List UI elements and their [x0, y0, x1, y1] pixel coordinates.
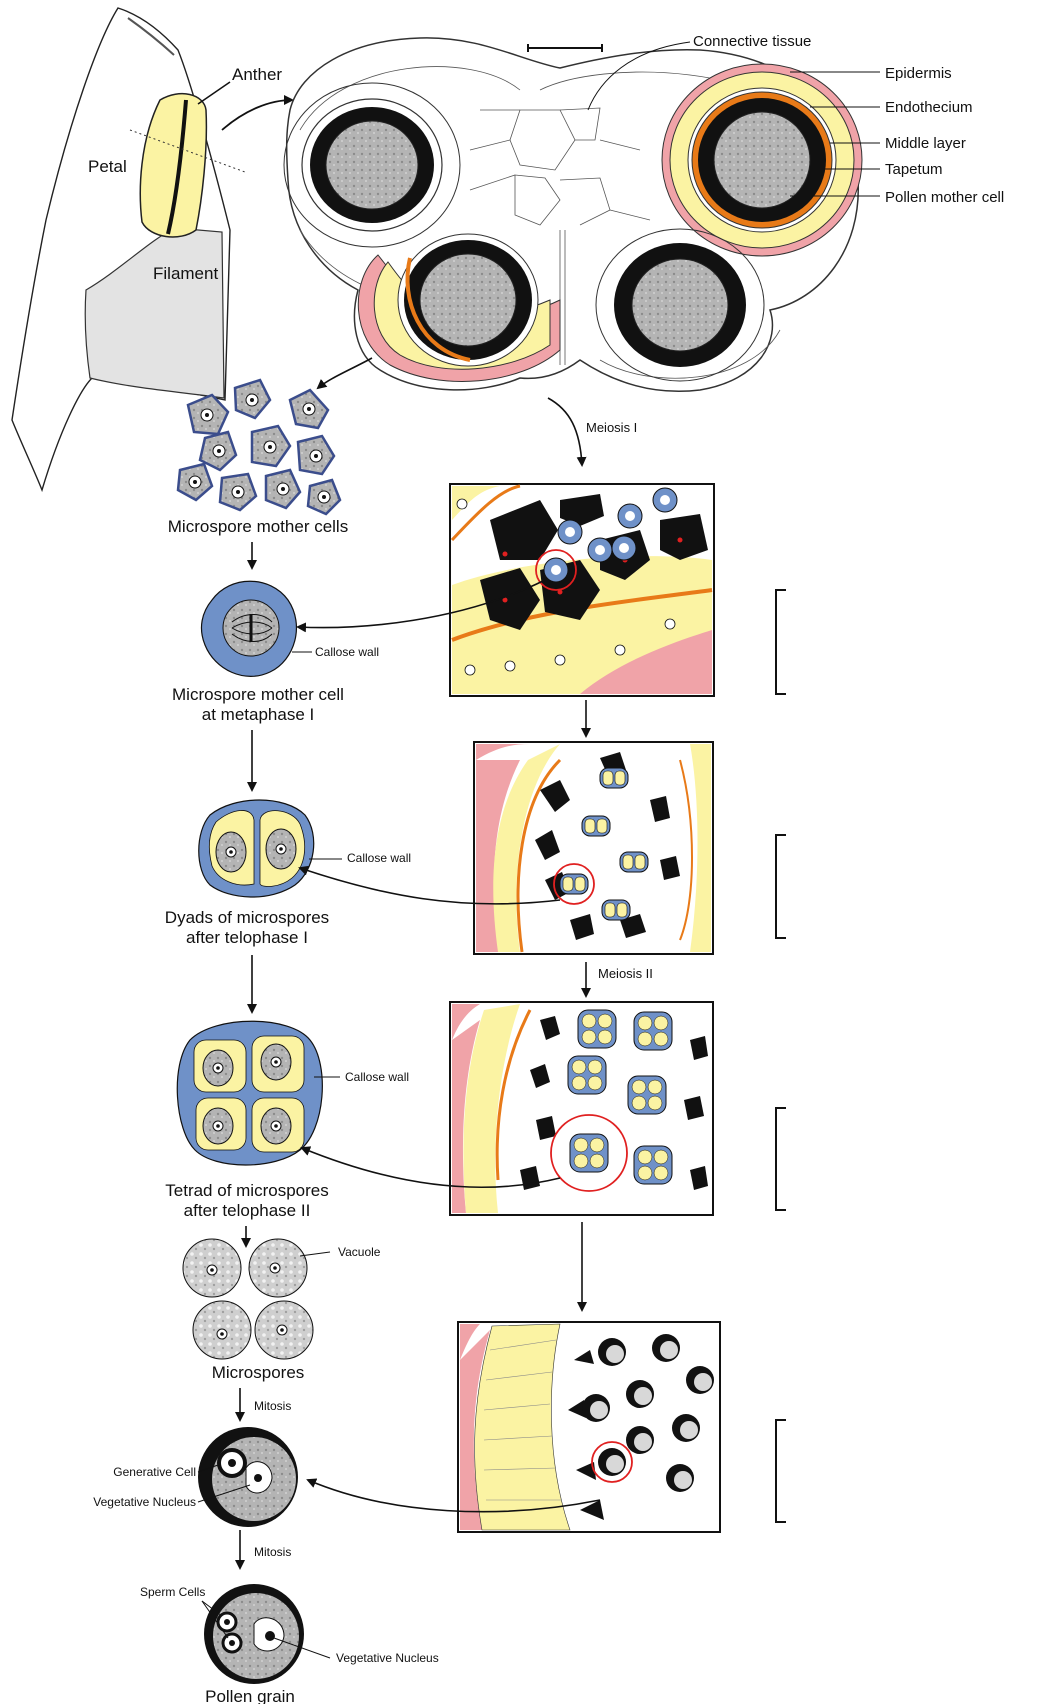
flower-sketch: Anther Petal Filament	[12, 8, 292, 490]
bracket-2	[776, 835, 786, 938]
metaphase-cell	[201, 581, 296, 676]
metaphase-label-line1: Microspore mother cell	[172, 685, 344, 704]
panel-tetrads-tissue	[450, 1002, 713, 1215]
dyads-label-line1: Dyads of microspores	[165, 908, 329, 927]
vegetative-nucleus-label-1: Vegetative Nucleus	[93, 1495, 196, 1509]
panel-pollen-tissue	[458, 1322, 720, 1532]
dyads-label-line2: after telophase I	[186, 928, 308, 947]
tetrad-label-line2: after telophase II	[184, 1201, 311, 1220]
vegetative-nucleus-label-2: Vegetative Nucleus	[336, 1651, 439, 1665]
scale-bar	[528, 44, 602, 52]
mitosis-label-1: Mitosis	[254, 1399, 291, 1413]
pollen-mother-cell-label: Pollen mother cell	[885, 189, 1004, 206]
meiosis-2-label: Meiosis II	[598, 966, 653, 981]
mature-pollen-grain	[204, 1584, 304, 1684]
connective-tissue-label: Connective tissue	[693, 33, 811, 50]
bicellular-pollen	[198, 1427, 298, 1527]
callose-wall-label-3: Callose wall	[345, 1070, 409, 1084]
meiosis-1-label: Meiosis I	[586, 420, 637, 435]
tetrad-cell	[177, 1021, 322, 1165]
petal-label: Petal	[88, 157, 127, 176]
generative-cell-label: Generative Cell	[113, 1465, 196, 1479]
vacuole-label: Vacuole	[338, 1245, 381, 1259]
filament-label: Filament	[153, 264, 218, 283]
callose-wall-label-1: Callose wall	[315, 645, 379, 659]
anther-label: Anther	[232, 65, 282, 84]
locule-layered-top-right	[662, 64, 862, 256]
bracket-4	[776, 1420, 786, 1522]
mitosis-label-2: Mitosis	[254, 1545, 291, 1559]
microspore-mother-cells-cluster	[178, 380, 340, 514]
tetrad-label-line1: Tetrad of microspores	[165, 1181, 328, 1200]
panel-metaphase-tissue	[450, 484, 714, 696]
microspores-group	[183, 1239, 313, 1359]
endothecium-label: Endothecium	[885, 99, 973, 116]
epidermis-label: Epidermis	[885, 65, 952, 82]
dyad-cell	[199, 800, 314, 897]
callose-wall-label-2: Callose wall	[347, 851, 411, 865]
panel-dyads-tissue	[474, 742, 713, 954]
anther-cross-section: Connective tissue Epidermis Endothecium …	[284, 33, 1004, 391]
middle-layer-label: Middle layer	[885, 135, 966, 152]
microspore-mother-cells-label: Microspore mother cells	[168, 517, 348, 536]
microspores-label: Microspores	[212, 1363, 305, 1382]
metaphase-label-line2: at metaphase I	[202, 705, 314, 724]
bracket-1	[776, 590, 786, 694]
tapetum-label: Tapetum	[885, 161, 943, 178]
sperm-cells-label: Sperm Cells	[140, 1585, 205, 1599]
pollen-grain-label: Pollen grain	[205, 1687, 295, 1704]
bracket-3	[776, 1108, 786, 1210]
